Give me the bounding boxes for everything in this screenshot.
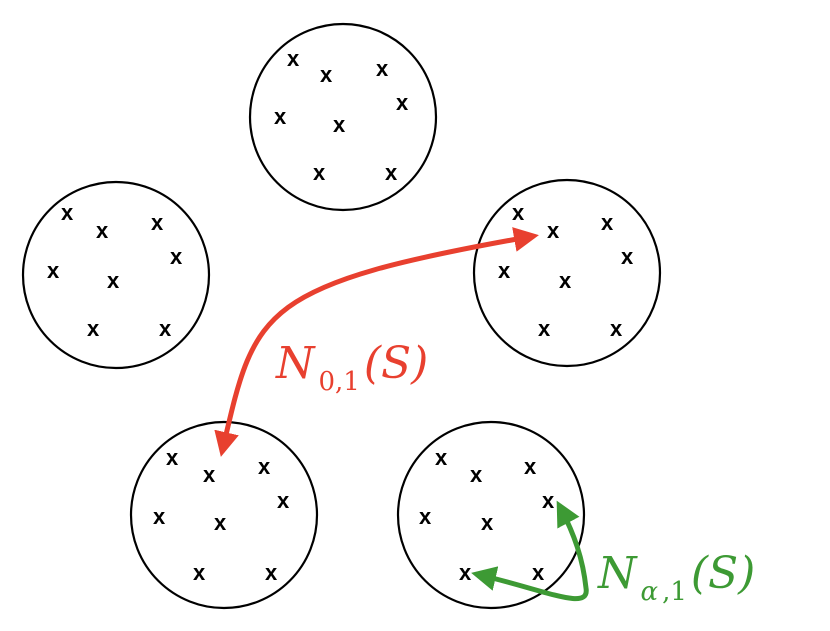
point-marker: x	[333, 112, 346, 137]
green-label-n: N	[597, 548, 638, 599]
red-arrow	[214, 227, 539, 457]
point-marker: x	[459, 560, 472, 585]
point-marker: x	[170, 244, 183, 269]
point-marker: x	[601, 210, 614, 235]
point-marker: x	[498, 258, 511, 283]
point-marker: x	[385, 160, 398, 185]
point-marker: x	[396, 90, 409, 115]
cluster-top-circle	[248, 22, 438, 212]
green-arrow-label: N α ,1 (S)	[597, 548, 755, 607]
point-marker: x	[61, 200, 74, 225]
point-marker: x	[313, 160, 326, 185]
point-marker: x	[265, 560, 278, 585]
cluster-left-points: x x x x x x x x	[47, 200, 183, 341]
point-marker: x	[512, 200, 525, 225]
point-marker: x	[214, 510, 227, 535]
point-marker: x	[274, 104, 287, 129]
cluster-left-circle	[21, 180, 211, 370]
point-marker: x	[524, 454, 537, 479]
point-marker: x	[621, 244, 634, 269]
point-marker: x	[47, 258, 60, 283]
red-label-subscript: 0,1	[319, 367, 360, 397]
point-marker: x	[419, 504, 432, 529]
point-marker: x	[320, 62, 333, 87]
point-marker: x	[258, 454, 271, 479]
point-marker: x	[547, 218, 560, 243]
green-label-argument: (S)	[691, 548, 755, 599]
cluster-top-points: x x x x x x x x	[274, 46, 409, 185]
point-marker: x	[532, 560, 545, 585]
point-marker: x	[96, 218, 109, 243]
point-marker: x	[538, 316, 551, 341]
point-marker: x	[159, 316, 172, 341]
cluster-bottom-right-points: x x x x x x x x	[419, 445, 555, 585]
cluster-right-points: x x x x x x x x	[498, 200, 634, 341]
point-marker: x	[151, 210, 164, 235]
point-marker: x	[107, 268, 120, 293]
point-marker: x	[481, 510, 494, 535]
point-marker: x	[559, 268, 572, 293]
green-label-subscript-rest: ,1	[662, 577, 687, 607]
red-arrow-label: N 0,1 (S)	[275, 338, 428, 397]
point-marker: x	[542, 488, 555, 513]
point-marker: x	[166, 445, 179, 470]
point-marker: x	[376, 56, 389, 81]
point-marker: x	[203, 462, 216, 487]
point-marker: x	[610, 316, 623, 341]
point-marker: x	[153, 504, 166, 529]
point-marker: x	[435, 445, 448, 470]
point-marker: x	[277, 488, 290, 513]
red-label-argument: (S)	[364, 338, 428, 389]
green-label-subscript-alpha: α	[641, 577, 659, 607]
point-marker: x	[193, 560, 206, 585]
green-arrow	[471, 500, 589, 602]
point-marker: x	[470, 462, 483, 487]
point-marker: x	[287, 46, 300, 71]
point-marker: x	[87, 316, 100, 341]
cluster-bottom-left-points: x x x x x x x x	[153, 445, 290, 585]
red-label-n: N	[275, 338, 316, 389]
